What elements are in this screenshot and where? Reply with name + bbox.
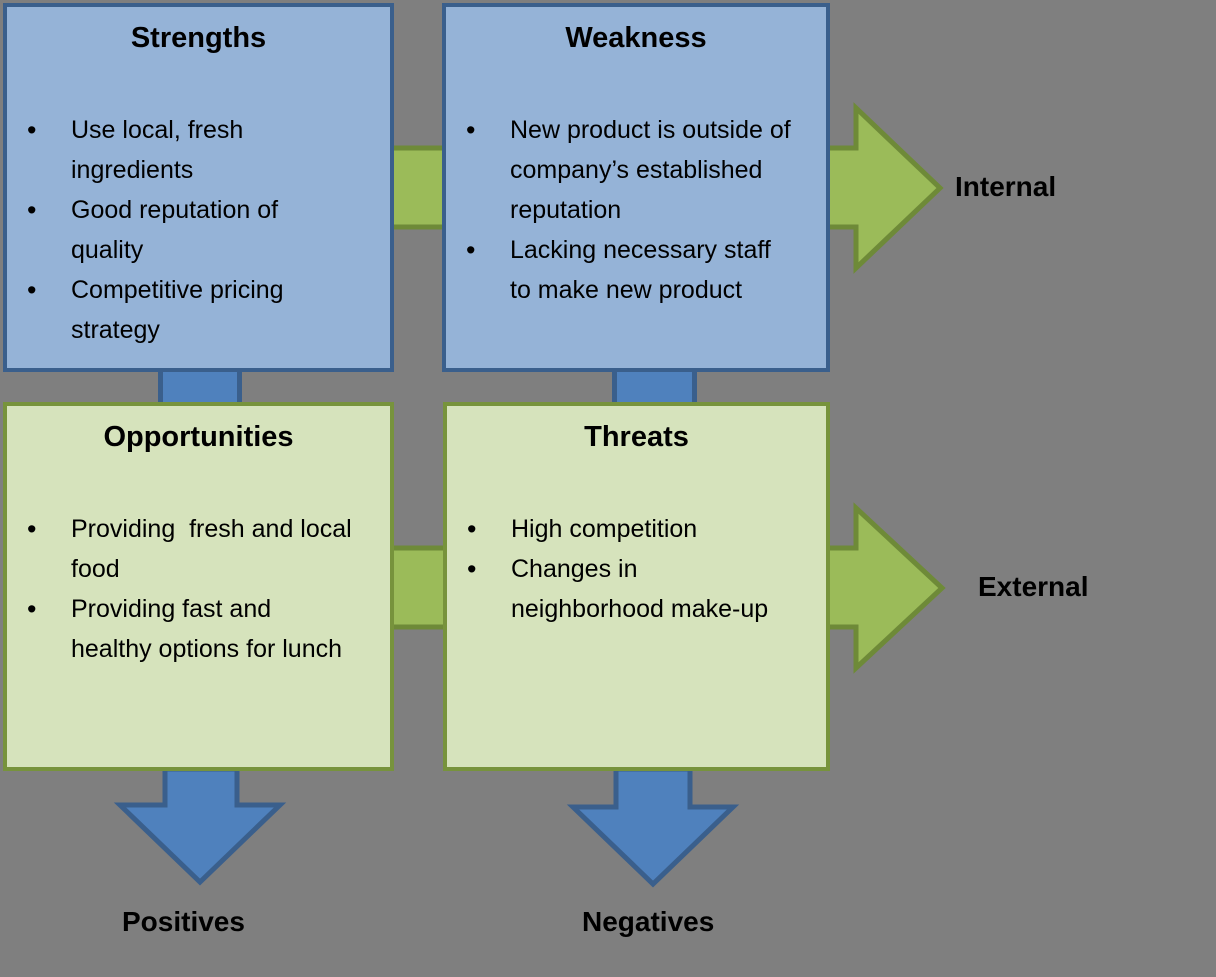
bullet-text: Changes in neighborhood make-up [511,555,769,623]
threats-box: Threats High competition Changes in neig… [443,402,830,771]
weakness-bullet-list: New product is outside of company’s esta… [446,110,826,310]
list-item: Lacking necessary staff to make new prod… [458,230,820,310]
connector-strengths-to-opportunities [158,368,242,406]
list-item: Providing fresh and local food [19,509,384,589]
strengths-title: Strengths [130,22,267,54]
bullet-text: Use local, fresh ingredients [71,116,244,184]
internal-label: Internal [955,171,1057,202]
list-item: New product is outside of company’s esta… [458,110,820,230]
bullet-text: Providing fast and healthy options for l… [71,595,343,663]
bullet-text: Good reputation of quality [71,196,279,264]
opportunities-bullet-list: Providing fresh and local food Providing… [7,509,390,669]
list-item: High competition [459,509,820,549]
opportunities-box: Opportunities Providing fresh and local … [3,402,394,771]
list-item: Use local, fresh ingredients [19,110,384,190]
negatives-down-arrow-icon [566,766,740,888]
list-item: Providing fast and healthy options for l… [19,589,384,669]
list-item: Competitive pricing strategy [19,270,384,350]
weakness-title: Weakness [565,22,707,54]
positives-label: Positives [122,906,245,937]
weakness-box: Weakness New product is outside of compa… [442,3,830,372]
threats-title: Threats [584,421,689,453]
negatives-label: Negatives [582,906,715,937]
external-label: External [978,571,1089,602]
strengths-bullet-list: Use local, fresh ingredients Good reputa… [7,110,390,350]
positives-down-arrow-icon [113,766,287,886]
connector-weakness-to-threats [612,368,697,406]
bullet-text: Providing fresh and local food [71,515,352,583]
bullet-text: Lacking necessary staff to make new prod… [510,236,771,304]
opportunities-title: Opportunities [103,421,294,453]
bullet-text: High competition [511,515,698,543]
threats-bullet-list: High competition Changes in neighborhood… [447,509,826,629]
strengths-box: Strengths Use local, fresh ingredients G… [3,3,394,372]
bullet-text: Competitive pricing strategy [71,276,284,344]
list-item: Changes in neighborhood make-up [459,549,820,629]
bullet-text: New product is outside of company’s esta… [510,116,791,224]
list-item: Good reputation of quality [19,190,384,270]
